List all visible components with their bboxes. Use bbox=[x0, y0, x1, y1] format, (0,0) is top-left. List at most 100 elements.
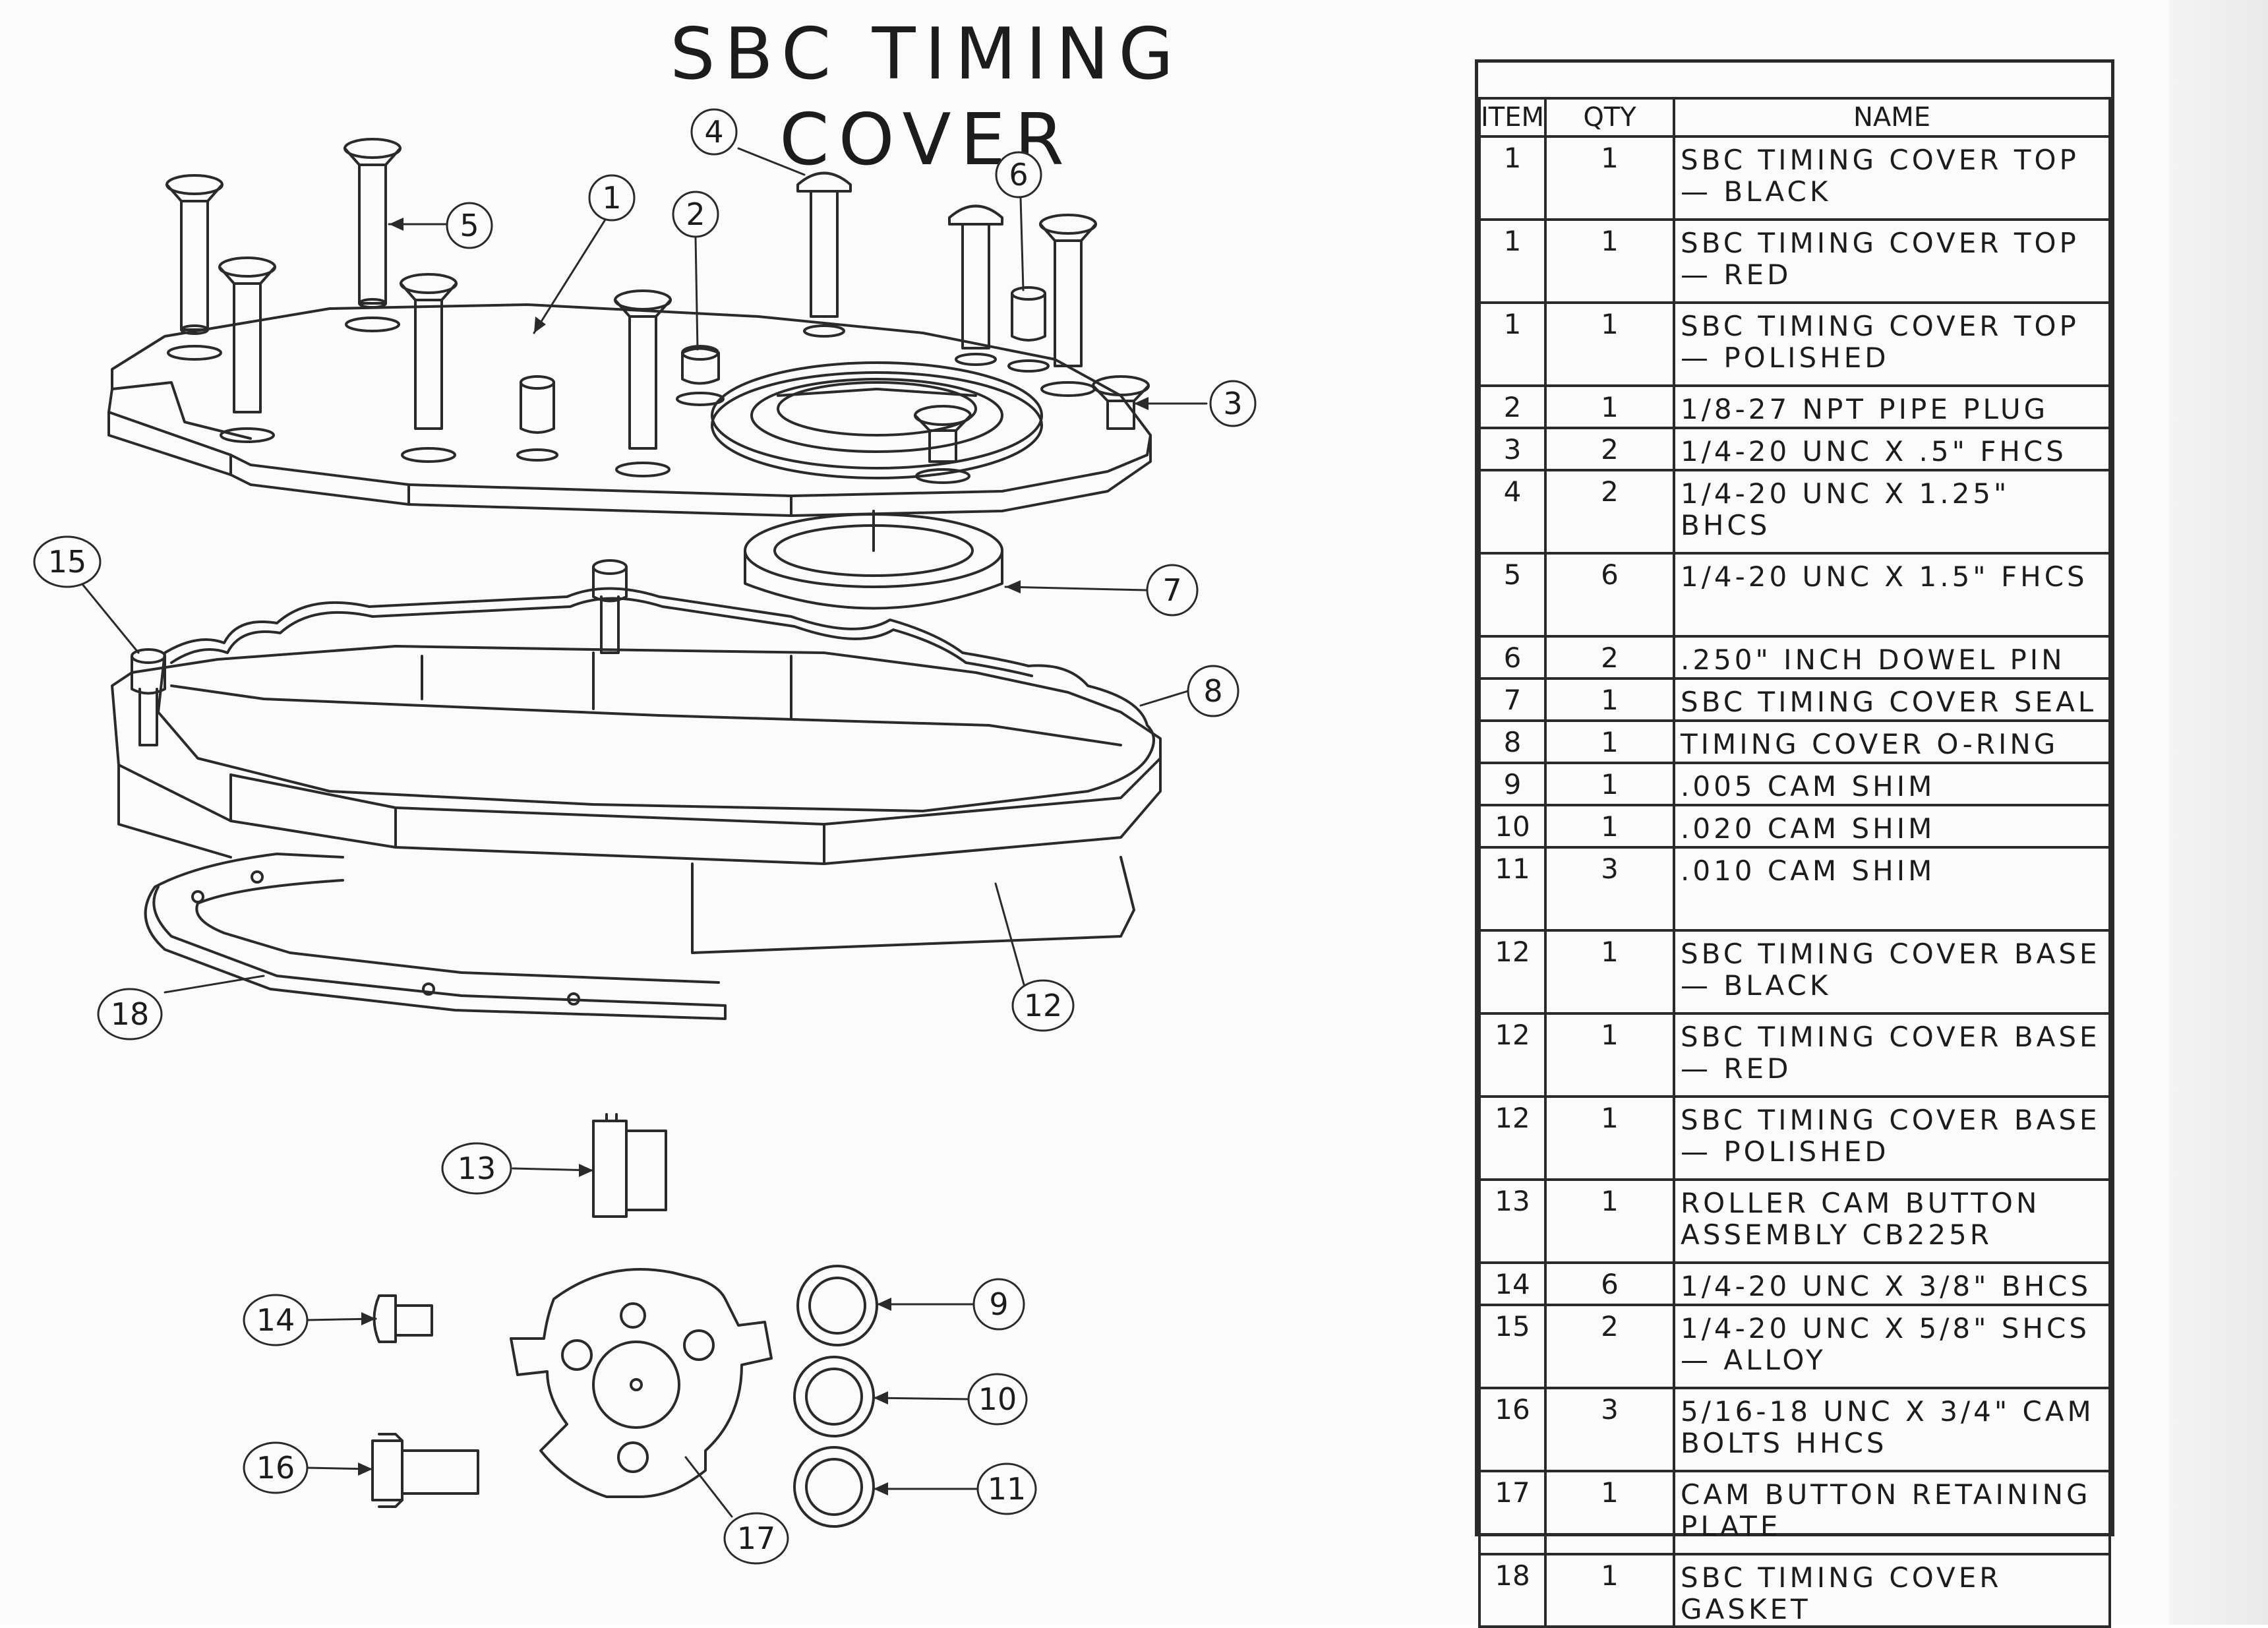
svg-text:3: 3 bbox=[1223, 386, 1242, 421]
bom-item-cell: 9 bbox=[1478, 762, 1547, 806]
bom-item-cell: 11 bbox=[1478, 846, 1547, 932]
svg-text:10: 10 bbox=[978, 1381, 1017, 1417]
bom-name-cell: 1/4-20 UNC X 1.5" FHCS bbox=[1673, 552, 2111, 638]
bom-item-cell: 12 bbox=[1478, 1012, 1547, 1098]
bom-qty-cell: 6 bbox=[1544, 1261, 1675, 1306]
bom-qty-cell: 1 bbox=[1544, 1178, 1675, 1264]
callout-9: 9 bbox=[972, 1278, 1025, 1331]
bom-name-cell: SBC TIMING COVER GASKET bbox=[1673, 1553, 2111, 1628]
callout-15: 15 bbox=[33, 535, 102, 588]
svg-text:7: 7 bbox=[1162, 572, 1181, 608]
drawing-title: SBC TIMING COVER bbox=[670, 13, 1183, 181]
bom-qty-cell: 2 bbox=[1544, 635, 1675, 680]
bom-item-cell: 13 bbox=[1478, 1178, 1547, 1264]
svg-text:2: 2 bbox=[686, 196, 705, 232]
bom-item-cell: 1 bbox=[1478, 301, 1547, 387]
cam-shims bbox=[793, 1265, 878, 1528]
bom-header-item: ITEM bbox=[1478, 97, 1547, 138]
bom-name-cell: 1/4-20 UNC X 3/8" BHCS bbox=[1673, 1261, 2111, 1306]
bom-qty-cell: 1 bbox=[1544, 677, 1675, 722]
bom-name-cell: .005 CAM SHIM bbox=[1673, 762, 2111, 806]
leader-arrowheads bbox=[358, 218, 1149, 1495]
bom-item-cell: 10 bbox=[1478, 804, 1547, 849]
shcs-screws bbox=[131, 559, 628, 746]
bhcs-screws bbox=[796, 171, 1003, 366]
bom-item-cell: 8 bbox=[1478, 719, 1547, 764]
bom-qty-cell: 1 bbox=[1544, 804, 1675, 849]
svg-text:1: 1 bbox=[602, 180, 621, 216]
svg-text:17: 17 bbox=[737, 1521, 776, 1556]
svg-text:11: 11 bbox=[988, 1471, 1027, 1507]
bom-name-cell: .250" INCH DOWEL PIN bbox=[1673, 635, 2111, 680]
bom-item-cell: 17 bbox=[1478, 1470, 1547, 1555]
pipe-plug bbox=[676, 345, 725, 406]
cover-base bbox=[111, 645, 1162, 954]
small-bhcs bbox=[373, 1294, 433, 1343]
bom-qty-cell: 1 bbox=[1544, 929, 1675, 1015]
bom-name-cell: SBC TIMING COVER TOP — RED bbox=[1673, 218, 2111, 304]
bom-qty-cell: 1 bbox=[1544, 1470, 1675, 1555]
bom-name-cell: CAM BUTTON RETAINING PLATE bbox=[1673, 1470, 2111, 1555]
bom-item-cell: 18 bbox=[1478, 1553, 1547, 1628]
leader-lines bbox=[78, 147, 1208, 1518]
svg-text:5: 5 bbox=[460, 208, 479, 243]
bom-item-cell: 7 bbox=[1478, 677, 1547, 722]
bom-name-cell: SBC TIMING COVER BASE — RED bbox=[1673, 1012, 2111, 1098]
callout-18: 18 bbox=[97, 988, 163, 1040]
callout-1: 1 bbox=[588, 174, 636, 222]
bom-qty-cell: 1 bbox=[1544, 1012, 1675, 1098]
exploded-assembly-diagram: 1 2 3 4 5 6 7 8 9 10 11 12 13 14 15 16 1… bbox=[33, 108, 1257, 1565]
svg-text:13: 13 bbox=[458, 1151, 496, 1186]
bom-qty-cell: 2 bbox=[1544, 1304, 1675, 1389]
bom-header-qty: QTY bbox=[1544, 97, 1675, 138]
bom-qty-cell: 1 bbox=[1544, 384, 1675, 429]
cam-bolt bbox=[371, 1433, 479, 1508]
bom-qty-cell: 3 bbox=[1544, 1387, 1675, 1472]
svg-text:18: 18 bbox=[111, 996, 150, 1032]
svg-text:8: 8 bbox=[1203, 673, 1222, 709]
callout-17: 17 bbox=[723, 1512, 789, 1565]
callout-5: 5 bbox=[446, 202, 493, 249]
retaining-plate bbox=[510, 1268, 773, 1498]
bom-qty-cell: 3 bbox=[1544, 846, 1675, 932]
bom-name-cell: 1/4-20 UNC X .5" FHCS bbox=[1673, 427, 2111, 471]
dowel-pins bbox=[516, 286, 1050, 462]
bom-qty-cell: 1 bbox=[1544, 1553, 1675, 1628]
svg-text:6: 6 bbox=[1009, 157, 1028, 193]
callout-balloons: 1 2 3 4 5 6 7 8 9 10 11 12 13 14 15 16 1… bbox=[33, 108, 1257, 1565]
callout-12: 12 bbox=[1011, 979, 1075, 1032]
bom-item-cell: 12 bbox=[1478, 1095, 1547, 1181]
timing-cover-seal bbox=[744, 510, 1003, 610]
svg-text:4: 4 bbox=[704, 114, 723, 150]
callout-6: 6 bbox=[995, 151, 1042, 198]
bom-qty-cell: 1 bbox=[1544, 135, 1675, 221]
bom-qty-cell: 1 bbox=[1544, 1095, 1675, 1181]
bom-name-cell: .020 CAM SHIM bbox=[1673, 804, 2111, 849]
bom-qty-cell: 2 bbox=[1544, 469, 1675, 555]
callout-3: 3 bbox=[1209, 380, 1257, 427]
bom-name-cell: 5/16-18 UNC X 3/4" CAM BOLTS HHCS bbox=[1673, 1387, 2111, 1472]
bom-item-cell: 1 bbox=[1478, 218, 1547, 304]
bom-name-cell: .010 CAM SHIM bbox=[1673, 846, 2111, 932]
page-edge bbox=[2169, 0, 2268, 1625]
bom-item-cell: 6 bbox=[1478, 635, 1547, 680]
bom-item-cell: 4 bbox=[1478, 469, 1547, 555]
callout-7: 7 bbox=[1146, 564, 1199, 617]
svg-text:15: 15 bbox=[48, 544, 87, 580]
